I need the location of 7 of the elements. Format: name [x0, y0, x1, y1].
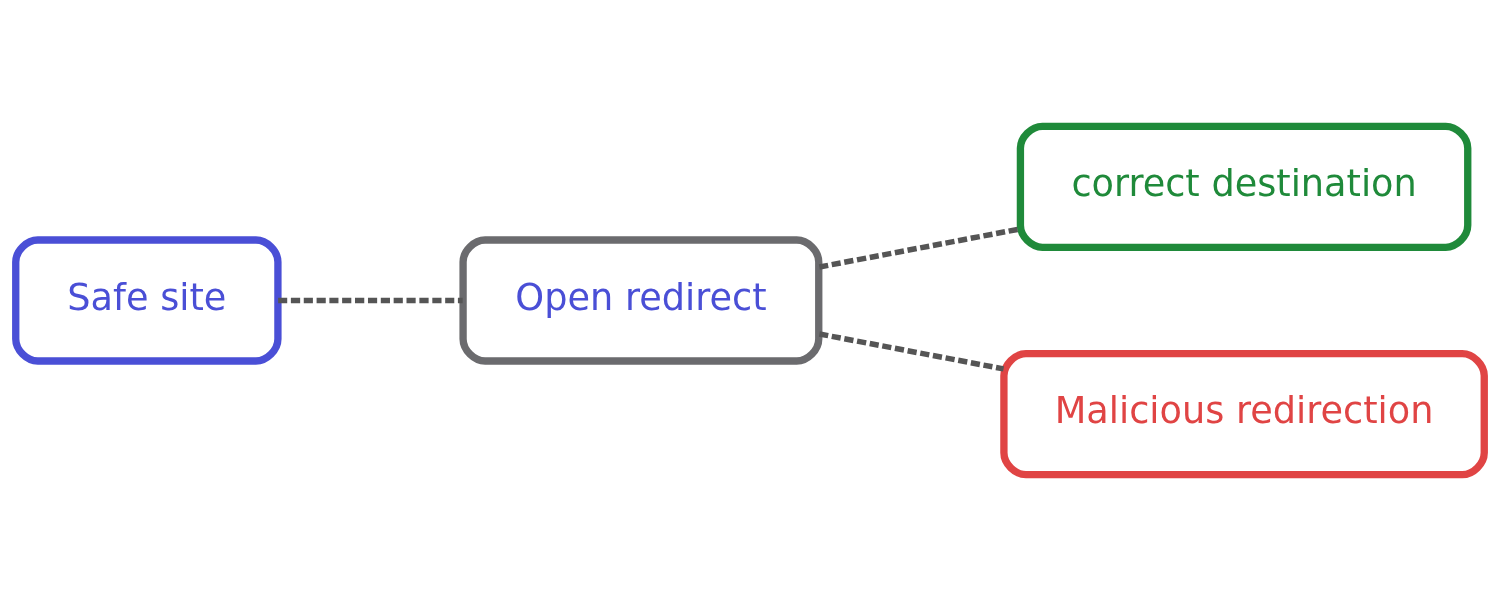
connector	[818, 330, 1005, 372]
node-box: Safe site	[12, 235, 282, 365]
node-box: Open redirect	[459, 235, 823, 365]
connector	[818, 225, 1021, 270]
node-box: correct destination	[1016, 122, 1472, 251]
connector	[278, 297, 463, 303]
node-box: Malicious redirection	[1000, 349, 1488, 478]
